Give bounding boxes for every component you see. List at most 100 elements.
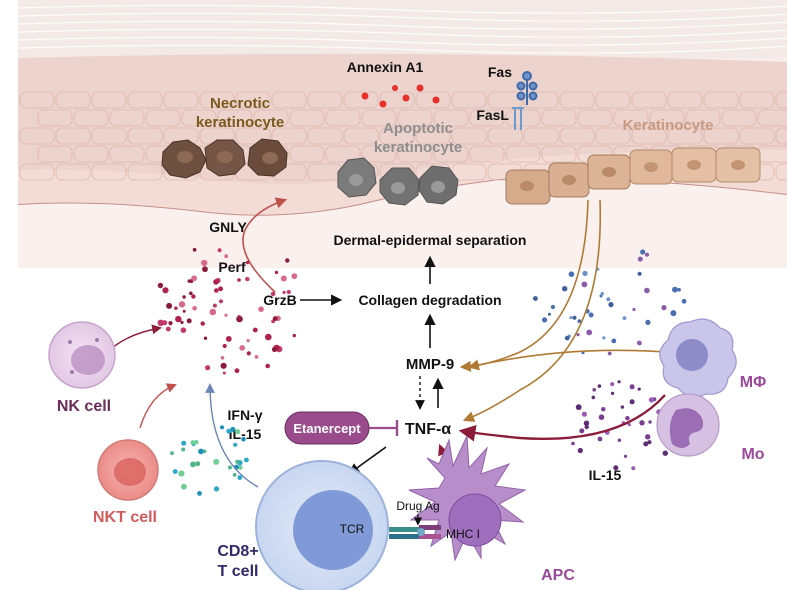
particle bbox=[222, 343, 227, 349]
dermal-epidermal-separation-label: Dermal-epidermal separation bbox=[334, 232, 527, 248]
particle bbox=[292, 333, 296, 338]
particle bbox=[237, 475, 243, 480]
particle bbox=[620, 405, 625, 409]
epidermal-cell bbox=[649, 109, 685, 127]
epidermal-cell bbox=[631, 127, 667, 145]
particle bbox=[643, 441, 649, 447]
particle bbox=[192, 306, 197, 311]
epidermal-cell bbox=[289, 145, 325, 163]
particle bbox=[681, 298, 687, 304]
particle bbox=[645, 319, 651, 325]
epidermal-cell bbox=[757, 109, 787, 127]
particle bbox=[239, 345, 245, 351]
particle bbox=[661, 305, 667, 311]
particle bbox=[218, 286, 224, 292]
particle bbox=[222, 371, 226, 375]
nk-cell bbox=[48, 321, 116, 389]
particle bbox=[203, 336, 208, 340]
particle bbox=[647, 440, 652, 445]
particle bbox=[632, 307, 636, 312]
particle bbox=[186, 318, 192, 324]
particle bbox=[270, 291, 276, 297]
apc-label: APC bbox=[541, 567, 575, 584]
particle bbox=[238, 465, 243, 470]
particle bbox=[168, 321, 173, 326]
epidermal-cell bbox=[253, 109, 289, 127]
particle bbox=[235, 459, 240, 464]
particle bbox=[608, 302, 614, 308]
epidermal-cell bbox=[667, 91, 703, 109]
arrow-keratinocyte-to-tnfa bbox=[462, 199, 602, 422]
epidermal-cell bbox=[433, 109, 469, 127]
particle bbox=[613, 465, 619, 471]
epidermal-cell bbox=[775, 127, 787, 145]
epidermal-cell bbox=[667, 127, 703, 145]
particle bbox=[677, 287, 681, 292]
particle bbox=[265, 333, 272, 341]
particle bbox=[640, 249, 646, 255]
particle bbox=[571, 441, 575, 446]
epidermal-cell bbox=[451, 127, 487, 145]
particle bbox=[225, 336, 232, 342]
particle bbox=[245, 260, 250, 265]
particle bbox=[157, 319, 164, 326]
particle bbox=[191, 294, 196, 299]
particle bbox=[217, 248, 222, 253]
particle bbox=[637, 387, 641, 391]
particle bbox=[584, 424, 589, 430]
epidermal-cell bbox=[703, 127, 739, 145]
particle bbox=[639, 420, 645, 426]
particle bbox=[220, 362, 227, 369]
epidermal-cell bbox=[271, 91, 307, 109]
particle bbox=[180, 327, 187, 334]
particle bbox=[252, 327, 258, 333]
particle bbox=[637, 256, 643, 262]
keratinocyte-label: Keratinocyte bbox=[623, 117, 714, 134]
epidermal-cell bbox=[433, 145, 469, 163]
particle bbox=[662, 450, 668, 456]
particle bbox=[611, 338, 617, 344]
particle bbox=[182, 309, 186, 313]
epidermal-cell bbox=[19, 91, 55, 109]
mhc-label: MHC I bbox=[446, 527, 480, 541]
apc-cell bbox=[408, 435, 527, 562]
fasl-ligand-icon bbox=[512, 107, 524, 130]
particle bbox=[233, 442, 238, 447]
particle bbox=[598, 414, 605, 421]
particle bbox=[672, 286, 678, 293]
epidermal-cell bbox=[415, 91, 451, 109]
particle bbox=[637, 271, 642, 276]
particle bbox=[241, 436, 246, 442]
annexin-a1-particles bbox=[361, 84, 440, 108]
perf-label: Perf bbox=[218, 259, 246, 275]
particle bbox=[230, 426, 236, 432]
particle bbox=[190, 461, 196, 468]
nk-cell-label: NK cell bbox=[57, 398, 111, 415]
epidermal-cell bbox=[541, 109, 577, 127]
epidermal-cell bbox=[55, 163, 91, 181]
epidermal-cell bbox=[505, 109, 541, 127]
particle bbox=[189, 291, 193, 296]
particle bbox=[181, 483, 187, 490]
epidermal-cell bbox=[505, 145, 541, 163]
particle bbox=[202, 449, 207, 454]
epidermal-cell bbox=[109, 109, 145, 127]
particle bbox=[599, 294, 603, 298]
particle bbox=[274, 270, 279, 275]
particle bbox=[586, 329, 593, 336]
particle bbox=[282, 290, 286, 294]
particle bbox=[235, 429, 241, 435]
etanercept-label: Etanercept bbox=[293, 421, 361, 436]
monocyte-label: Mo bbox=[741, 446, 764, 463]
particle bbox=[569, 316, 573, 320]
particle bbox=[202, 266, 208, 273]
epidermal-cell bbox=[91, 163, 127, 181]
epidermal-cell bbox=[127, 127, 163, 145]
particle bbox=[170, 451, 174, 456]
nkt-cell-label: NKT cell bbox=[93, 509, 157, 526]
particle bbox=[577, 447, 583, 454]
particle bbox=[581, 281, 588, 288]
particle bbox=[644, 252, 650, 257]
particle bbox=[162, 287, 169, 294]
particle bbox=[670, 310, 677, 317]
